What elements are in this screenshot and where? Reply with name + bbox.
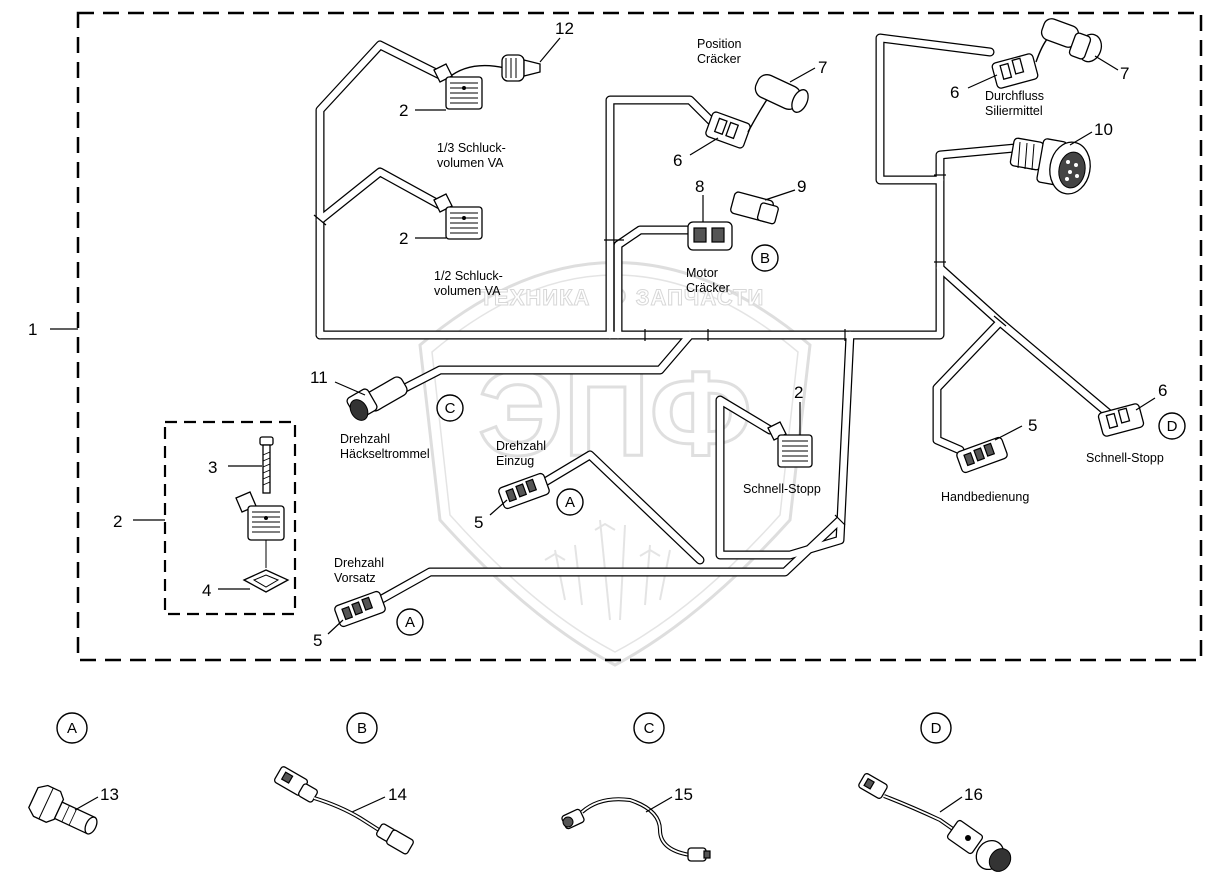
svg-text:A: A bbox=[405, 614, 415, 631]
label-haecksel-line2: Häckseltrommel bbox=[340, 447, 430, 461]
watermark-right: ЗАПЧАСТИ bbox=[636, 285, 765, 310]
connector-5-einzug bbox=[489, 472, 550, 516]
svg-text:C: C bbox=[445, 400, 456, 417]
svg-text:A: A bbox=[67, 720, 77, 737]
valve-subassembly-box bbox=[163, 420, 297, 616]
callout-6-position: 6 bbox=[673, 151, 682, 170]
label-position-line2: Cräcker bbox=[697, 52, 741, 66]
connector-10-round bbox=[1009, 131, 1093, 195]
connector-8-motor bbox=[687, 195, 733, 251]
connector-12 bbox=[447, 37, 561, 82]
label-durchfluss-line1: Durchfluss bbox=[985, 89, 1044, 103]
callout-2-top: 2 bbox=[399, 101, 408, 120]
screw-part-3 bbox=[228, 436, 274, 494]
label-vorsatz-line1: Drehzahl bbox=[334, 556, 384, 570]
callout-5-einzug: 5 bbox=[474, 513, 483, 532]
label-handbedienung: Handbedienung bbox=[941, 490, 1029, 504]
label-vorsatz-line2: Vorsatz bbox=[334, 571, 376, 585]
valve-connector-2-mid bbox=[415, 193, 483, 240]
label-schnellstopp-center: Schnell-Stopp bbox=[743, 482, 821, 496]
label-motor-line2: Cräcker bbox=[686, 281, 730, 295]
connector-9-motor bbox=[730, 189, 796, 225]
svg-text:A: A bbox=[565, 494, 575, 511]
callout-12: 12 bbox=[555, 19, 574, 38]
callout-8: 8 bbox=[695, 177, 704, 196]
callout-3: 3 bbox=[208, 458, 217, 477]
callout-13: 13 bbox=[100, 785, 119, 804]
callout-11: 11 bbox=[310, 368, 328, 387]
label-motor-line1: Motor bbox=[686, 266, 718, 280]
callout-14: 14 bbox=[388, 785, 407, 804]
label-einzug-line2: Einzug bbox=[496, 454, 534, 468]
variant-marker-b: B bbox=[751, 244, 779, 272]
callout-16: 16 bbox=[964, 785, 983, 804]
valve-part-2-box bbox=[235, 491, 285, 568]
callout-9: 9 bbox=[797, 177, 806, 196]
callout-5-vorsatz: 5 bbox=[313, 631, 322, 650]
button-cable-16 bbox=[858, 773, 1012, 872]
callout-6-schnellstopp: 6 bbox=[1158, 381, 1167, 400]
label-einzug-line1: Drehzahl bbox=[496, 439, 546, 453]
label-durchfluss-line2: Siliermittel bbox=[985, 104, 1043, 118]
callout-4: 4 bbox=[202, 581, 211, 600]
connector-6-schnellstopp bbox=[1097, 397, 1156, 437]
callout-6-durchfluss: 6 bbox=[950, 83, 959, 102]
svg-text:C: C bbox=[644, 720, 655, 737]
label-schluck12-line2: volumen VA bbox=[434, 284, 501, 298]
variant-marker-d: D bbox=[1158, 412, 1186, 440]
svg-text:B: B bbox=[357, 720, 367, 737]
callout-1: 1 bbox=[28, 320, 37, 339]
valve-connector-2-schnellstopp bbox=[767, 402, 813, 468]
assembly-boundary bbox=[76, 11, 1203, 662]
callout-7-position: 7 bbox=[818, 58, 827, 77]
gasket-part-4 bbox=[218, 569, 290, 593]
svg-text:D: D bbox=[1167, 418, 1178, 435]
variant-header-d: D bbox=[920, 712, 952, 744]
label-haecksel-line1: Drehzahl bbox=[340, 432, 390, 446]
connector-7-durchfluss bbox=[1040, 18, 1119, 71]
sensor-part-13 bbox=[28, 784, 98, 835]
adapter-cable-14 bbox=[273, 766, 414, 855]
label-schluck12-line1: 1/2 Schluck- bbox=[434, 269, 503, 283]
callout-5-handbedienung: 5 bbox=[1028, 416, 1037, 435]
callout-15: 15 bbox=[674, 785, 693, 804]
callout-10: 10 bbox=[1094, 120, 1113, 139]
label-schluck13-line1: 1/3 Schluck- bbox=[437, 141, 506, 155]
label-schluck13-line2: volumen VA bbox=[437, 156, 504, 170]
label-schnellstopp-right: Schnell-Stopp bbox=[1086, 451, 1164, 465]
callout-2-mid: 2 bbox=[399, 229, 408, 248]
variant-header-a: A bbox=[56, 712, 88, 744]
variant-header-c: C bbox=[633, 712, 665, 744]
callout-2-box: 2 bbox=[113, 512, 122, 531]
variant-marker-a-einzug: A bbox=[556, 488, 584, 516]
connector-5-handbedienung bbox=[956, 425, 1023, 474]
connector-5-vorsatz bbox=[327, 590, 386, 635]
label-position-line1: Position bbox=[697, 37, 742, 51]
svg-text:B: B bbox=[760, 250, 770, 267]
callout-2-schnellstopp: 2 bbox=[794, 383, 803, 402]
svg-text:D: D bbox=[931, 720, 942, 737]
variant-marker-a-vorsatz: A bbox=[396, 608, 424, 636]
connector-6-durchfluss bbox=[967, 37, 1049, 89]
variant-marker-c: C bbox=[436, 394, 464, 422]
connector-11-sensor bbox=[334, 376, 408, 421]
callout-7-durchfluss: 7 bbox=[1120, 64, 1129, 83]
connector-7-position bbox=[754, 67, 816, 113]
variant-header-b: B bbox=[346, 712, 378, 744]
watermark-left: ТЕХНИКА bbox=[480, 285, 591, 310]
harness-bundle bbox=[313, 33, 1113, 605]
valve-connector-2-top bbox=[415, 63, 483, 111]
adapter-cable-15 bbox=[561, 796, 711, 862]
